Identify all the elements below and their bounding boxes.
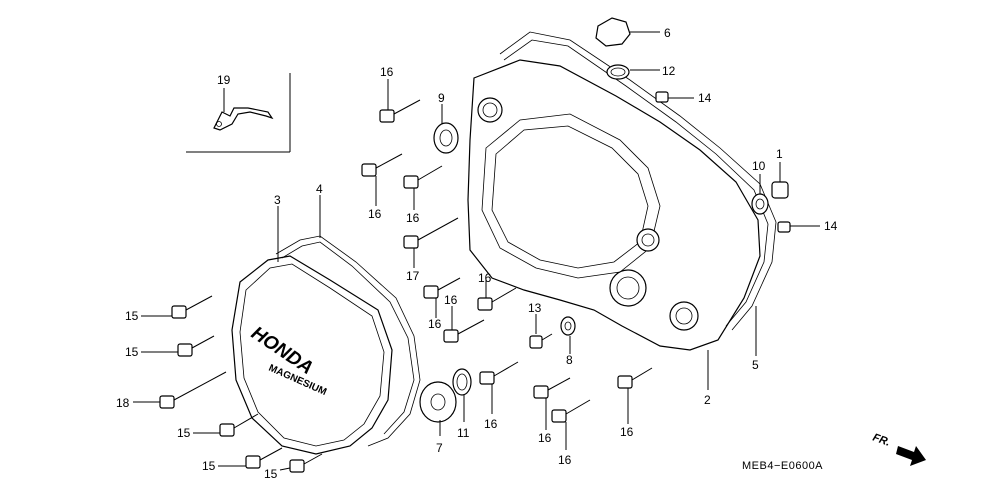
callout-8: 8	[566, 353, 573, 367]
callout-10: 10	[752, 159, 766, 173]
clutch-cover-gasket	[275, 235, 421, 447]
callout-15: 15	[125, 309, 139, 323]
callouts: 19 3 4 15 15 18 15 15 15 16 9 16 16 17 1…	[116, 26, 838, 481]
fr-arrow-icon	[896, 446, 926, 466]
callout-16: 16	[538, 431, 552, 445]
bolts	[159, 99, 653, 473]
bolt	[423, 277, 461, 299]
inset-bracket-19	[186, 73, 291, 153]
front-direction-indicator: FR.	[871, 432, 926, 466]
callout-7: 7	[436, 441, 443, 455]
bolt	[171, 295, 213, 319]
callout-9: 9	[438, 91, 445, 105]
callout-1: 1	[776, 147, 783, 161]
callout-12: 12	[662, 64, 676, 78]
callout-16: 16	[484, 417, 498, 431]
callout-17: 17	[406, 269, 420, 283]
callout-15: 15	[264, 467, 278, 481]
oil-seal-9	[433, 122, 459, 154]
callout-18: 18	[116, 396, 130, 410]
callout-5: 5	[752, 358, 759, 372]
callout-15: 15	[202, 459, 216, 473]
callout-3: 3	[274, 193, 281, 207]
bolt	[159, 371, 227, 409]
callout-11: 11	[457, 426, 470, 440]
bolt	[289, 453, 323, 473]
bolt	[477, 287, 517, 311]
callout-15: 15	[125, 345, 139, 359]
bolt	[245, 447, 283, 469]
callout-19: 19	[217, 73, 231, 87]
callout-13: 13	[528, 301, 542, 315]
callout-16: 16	[558, 453, 572, 467]
right-crankcase-cover	[467, 59, 761, 351]
bolt	[177, 335, 215, 357]
callout-4: 4	[316, 182, 323, 196]
bolt	[529, 333, 553, 349]
bolt	[379, 99, 421, 123]
callout-2: 2	[704, 393, 711, 407]
bolt	[403, 165, 443, 189]
bolt	[533, 377, 571, 399]
callout-15: 15	[177, 426, 191, 440]
callout-16: 16	[620, 425, 634, 439]
bolt	[443, 319, 485, 343]
oil-filler-cap	[595, 17, 631, 80]
callout-14: 14	[698, 91, 712, 105]
leader-lines	[133, 31, 820, 471]
plug-and-washers	[419, 316, 576, 423]
callout-16: 16	[368, 207, 382, 221]
crankcase-cover-gasket	[499, 31, 777, 331]
callout-16: 16	[380, 65, 394, 79]
callout-16: 16	[478, 271, 492, 285]
bolt	[479, 361, 519, 385]
bolt	[551, 399, 591, 423]
bolt	[361, 153, 403, 177]
part-code: MEB4−E0600A	[742, 460, 823, 472]
callout-16: 16	[428, 317, 442, 331]
callout-16: 16	[444, 293, 458, 307]
bolt	[403, 217, 459, 249]
callout-6: 6	[664, 26, 671, 40]
bolt	[219, 413, 259, 437]
clutch-cover: HONDA MAGNESIUM	[231, 255, 393, 455]
callout-14: 14	[824, 219, 838, 233]
callout-16: 16	[406, 211, 420, 225]
bolt	[617, 367, 653, 389]
small-parts-right	[655, 91, 791, 233]
fr-label: FR.	[871, 432, 892, 449]
